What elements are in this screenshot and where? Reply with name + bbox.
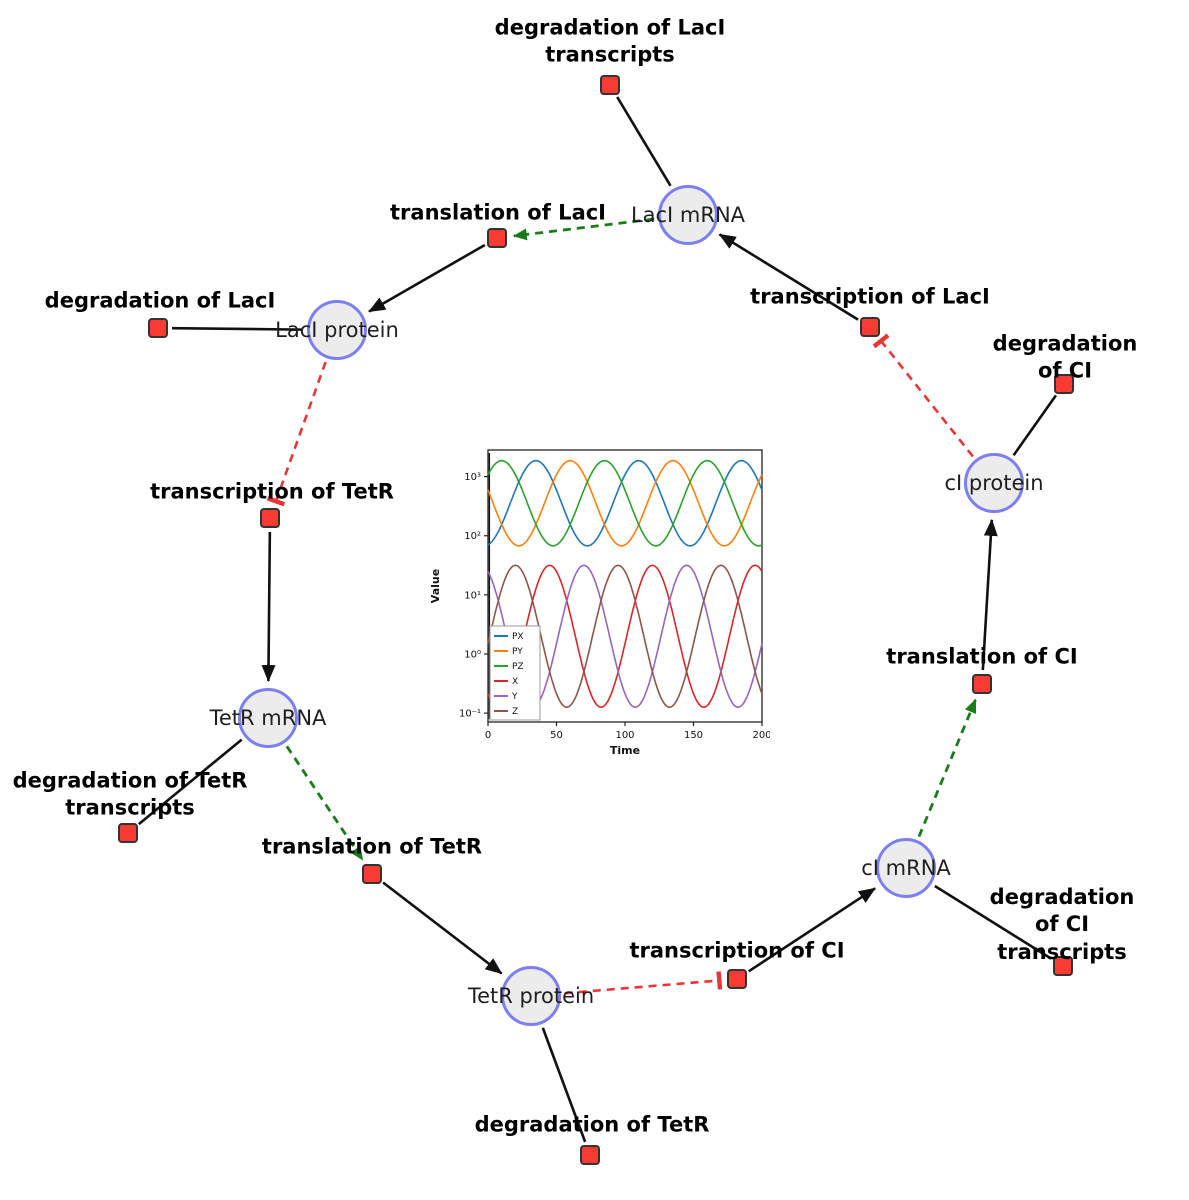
- y-tick-label: 10⁻¹: [459, 709, 481, 720]
- species-label-laci_mrna: LacI mRNA: [630, 203, 746, 227]
- series-curve-Z: [487, 564, 763, 708]
- reaction-label-deg_tetr: degradation of TetR: [474, 1112, 710, 1137]
- species-label-tetr_protein: TetR protein: [467, 984, 595, 1008]
- species-node-laci_protein[interactable]: [307, 300, 367, 360]
- species-label-laci_protein: LacI protein: [275, 318, 399, 342]
- species-node-laci_mrna[interactable]: [658, 185, 718, 245]
- reaction-node-tc_ci[interactable]: [727, 969, 747, 989]
- legend-label-PX: PX: [512, 632, 524, 642]
- reaction-arrow-tl_ci-to-ci_protein: [981, 518, 998, 671]
- reaction-node-deg_ci[interactable]: [1054, 374, 1074, 394]
- reaction-arrow-tc_tetr-to-tetr_mrna: [261, 531, 276, 683]
- modifier-edge-tetr_mrna-to-tl_tetr: [285, 745, 364, 861]
- modifier-edge-ci_mrna-to-tl_ci: [917, 698, 977, 838]
- reaction-label-tl_tetr: translation of TetR: [261, 834, 483, 859]
- reaction-label-deg_laci: degradation of LacI: [44, 288, 276, 313]
- y-tick-label: 10³: [464, 472, 481, 483]
- reaction-node-tl_tetr[interactable]: [362, 864, 382, 884]
- reaction-node-tl_laci[interactable]: [487, 228, 507, 248]
- reaction-arrow-tl_laci-to-laci_protein: [368, 243, 486, 313]
- reaction-node-deg_laci[interactable]: [148, 318, 168, 338]
- reaction-label-deg_ci: degradation of CI: [992, 331, 1138, 383]
- reaction-edge-tetr_protein-to-deg_tetr: [541, 1027, 587, 1143]
- reaction-label-deg_tetr_tx: degradation of TetR transcripts: [12, 768, 248, 820]
- x-tick-label: 50: [550, 730, 563, 741]
- reaction-node-deg_tetr_tx[interactable]: [118, 823, 138, 843]
- reaction-edge-laci_mrna-to-deg_laci_tx: [616, 96, 672, 187]
- species-label-ci_protein: cI protein: [944, 471, 1044, 495]
- reaction-node-deg_ci_tx[interactable]: [1053, 956, 1073, 976]
- legend-label-Y: Y: [511, 692, 518, 702]
- species-label-tetr_mrna: TetR mRNA: [209, 706, 327, 730]
- x-tick-label: 0: [485, 730, 491, 741]
- reaction-node-deg_laci_tx[interactable]: [600, 75, 620, 95]
- reaction-label-tc_ci: transcription of CI: [629, 938, 845, 963]
- x-tick-label: 150: [684, 730, 703, 741]
- legend-label-X: X: [512, 677, 518, 687]
- inhibition-edge-tetr_protein-to-tc_ci: [564, 971, 723, 995]
- reaction-label-deg_laci_tx: degradation of LacI transcripts: [494, 15, 726, 67]
- series-curve-PY: [487, 459, 763, 547]
- inhibition-edge-laci_protein-to-tc_tetr: [266, 361, 327, 507]
- species-node-ci_protein[interactable]: [964, 453, 1024, 513]
- x-tick-label: 200: [752, 730, 770, 741]
- reaction-arrow-tc_laci-to-laci_mrna: [718, 233, 859, 321]
- reaction-edge-laci_protein-to-deg_laci: [171, 326, 304, 331]
- species-label-ci_mrna: cI mRNA: [861, 856, 951, 880]
- reaction-label-tc_tetr: transcription of TetR: [150, 479, 394, 504]
- inhibition-edge-ci_protein-to-tc_laci: [872, 333, 974, 458]
- reaction-edge-ci_mrna-to-deg_ci_tx: [934, 884, 1052, 960]
- reaction-arrow-tc_ci-to-ci_mrna: [747, 887, 876, 973]
- legend: PX PY PZ XYZ: [489, 625, 541, 721]
- x-axis-label: Time: [610, 744, 640, 757]
- reaction-node-tc_laci[interactable]: [860, 317, 880, 337]
- y-axis-label: Value: [429, 569, 442, 603]
- legend-label-Z: Z: [512, 707, 518, 717]
- reaction-node-tl_ci[interactable]: [972, 674, 992, 694]
- series-curve-X: [487, 564, 763, 708]
- species-node-ci_mrna[interactable]: [876, 838, 936, 898]
- y-tick-label: 10¹: [464, 590, 481, 601]
- reaction-node-deg_tetr[interactable]: [580, 1145, 600, 1165]
- species-node-tetr_protein[interactable]: [501, 966, 561, 1026]
- reaction-label-tl_laci: translation of LacI: [390, 200, 606, 225]
- legend-label-PY: PY: [512, 647, 523, 657]
- y-tick-label: 10²: [464, 531, 481, 542]
- reaction-label-deg_ci_tx: degradation of CI transcripts: [989, 885, 1135, 964]
- reaction-node-tc_tetr[interactable]: [260, 508, 280, 528]
- reaction-edge-tetr_mrna-to-deg_tetr_tx: [137, 738, 243, 826]
- reaction-arrow-tl_tetr-to-tetr_protein: [382, 881, 503, 975]
- series-curve-PZ: [487, 459, 763, 547]
- legend-label-PZ: PZ: [512, 662, 524, 672]
- modifier-edge-laci_mrna-to-tl_laci: [512, 217, 655, 241]
- y-tick-label: 10⁰: [464, 650, 481, 661]
- x-tick-label: 100: [615, 730, 634, 741]
- species-node-tetr_mrna[interactable]: [238, 688, 298, 748]
- reaction-label-tc_laci: transcription of LacI: [750, 284, 990, 309]
- series-curve-PX: [487, 459, 763, 547]
- reaction-label-tl_ci: translation of CI: [886, 644, 1078, 669]
- reaction-edge-ci_protein-to-deg_ci: [1012, 394, 1057, 456]
